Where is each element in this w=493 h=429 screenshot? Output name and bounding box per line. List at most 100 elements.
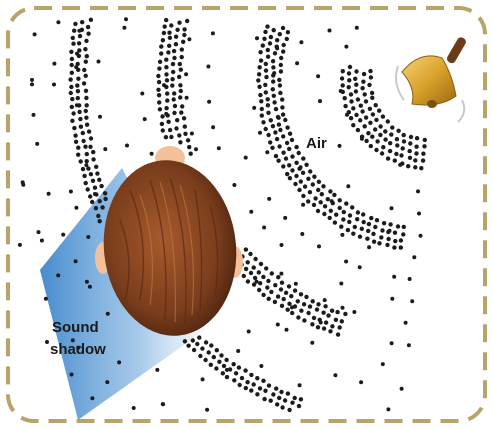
air-particle	[232, 362, 236, 366]
air-particle	[282, 43, 286, 47]
air-particle	[278, 128, 282, 132]
air-particle	[323, 298, 327, 302]
bell-clapper	[427, 100, 437, 108]
air-particle	[178, 83, 182, 87]
air-particle	[257, 85, 261, 89]
air-particle	[165, 91, 169, 95]
air-particle	[293, 396, 297, 400]
air-particle	[282, 297, 286, 301]
air-particle	[351, 232, 355, 236]
air-particle	[354, 69, 358, 73]
air-particle	[388, 222, 392, 226]
air-particle	[306, 311, 310, 315]
air-particle	[360, 227, 364, 231]
air-particle	[249, 373, 253, 377]
air-particle	[375, 218, 379, 222]
air-particle	[350, 205, 354, 209]
air-particle	[72, 29, 76, 33]
air-particle	[343, 96, 347, 100]
air-particle	[178, 95, 182, 99]
air-particle	[258, 93, 262, 97]
air-particle	[341, 83, 345, 87]
air-particle	[56, 273, 60, 277]
air-particle	[274, 154, 278, 158]
air-label: Air	[306, 135, 327, 152]
air-particle	[88, 145, 92, 149]
air-particle	[359, 104, 363, 108]
air-particle	[286, 308, 290, 312]
air-particle	[261, 275, 265, 279]
air-particle	[76, 77, 80, 81]
air-particle	[96, 214, 100, 218]
air-particle	[246, 260, 250, 264]
air-particle	[414, 151, 418, 155]
air-particle	[164, 58, 168, 62]
air-particle	[85, 280, 89, 284]
air-particle	[386, 156, 390, 160]
air-particle	[93, 192, 97, 196]
air-particle	[103, 191, 107, 195]
air-particle	[345, 113, 349, 117]
air-particle	[94, 206, 98, 210]
air-particle	[209, 343, 213, 347]
air-particle	[84, 60, 88, 64]
air-particle	[232, 378, 236, 382]
air-particle	[157, 100, 161, 104]
air-particle	[262, 226, 266, 230]
air-particle	[393, 239, 397, 243]
air-particle	[83, 145, 87, 149]
air-particle	[319, 321, 323, 325]
air-particle	[382, 221, 386, 225]
air-particle	[346, 184, 350, 188]
air-particle	[81, 139, 85, 143]
air-particle	[412, 255, 416, 259]
air-particle	[249, 388, 253, 392]
air-particle	[99, 184, 103, 188]
air-particle	[155, 368, 159, 372]
air-particle	[373, 127, 377, 131]
air-particle	[333, 220, 337, 224]
air-particle	[323, 204, 327, 208]
air-particle	[421, 158, 425, 162]
air-particle	[100, 205, 104, 209]
air-particle	[342, 210, 346, 214]
air-particle	[178, 140, 182, 144]
air-particle	[332, 193, 336, 197]
air-particle	[335, 310, 339, 314]
air-particle	[336, 332, 340, 336]
air-particle	[265, 150, 269, 154]
air-particle	[164, 135, 168, 139]
air-particle	[284, 291, 288, 295]
air-particle	[264, 266, 268, 270]
air-particle	[347, 85, 351, 89]
air-particle	[374, 103, 378, 107]
air-particle	[74, 259, 78, 263]
air-particle	[252, 382, 256, 386]
air-particle	[182, 116, 186, 120]
air-particle	[183, 339, 187, 343]
air-particle	[407, 343, 411, 347]
air-particle	[79, 159, 83, 163]
air-particle	[402, 139, 406, 143]
air-particle	[281, 49, 285, 53]
air-particle	[276, 294, 280, 298]
air-particle	[285, 37, 289, 41]
air-particle	[222, 364, 226, 368]
air-particle	[158, 107, 162, 111]
air-particle	[164, 106, 168, 110]
air-particle	[238, 383, 242, 387]
air-particle	[73, 133, 77, 137]
air-particle	[258, 50, 262, 54]
air-particle	[368, 69, 372, 73]
air-particle	[172, 97, 176, 101]
air-particle	[359, 380, 363, 384]
air-particle	[402, 225, 406, 229]
air-particle	[178, 62, 182, 66]
air-particle	[262, 397, 266, 401]
air-particle	[408, 156, 412, 160]
air-particle	[302, 302, 306, 306]
air-particle	[174, 35, 178, 39]
air-particle	[258, 65, 262, 69]
air-particle	[273, 283, 277, 287]
air-particle	[266, 97, 270, 101]
